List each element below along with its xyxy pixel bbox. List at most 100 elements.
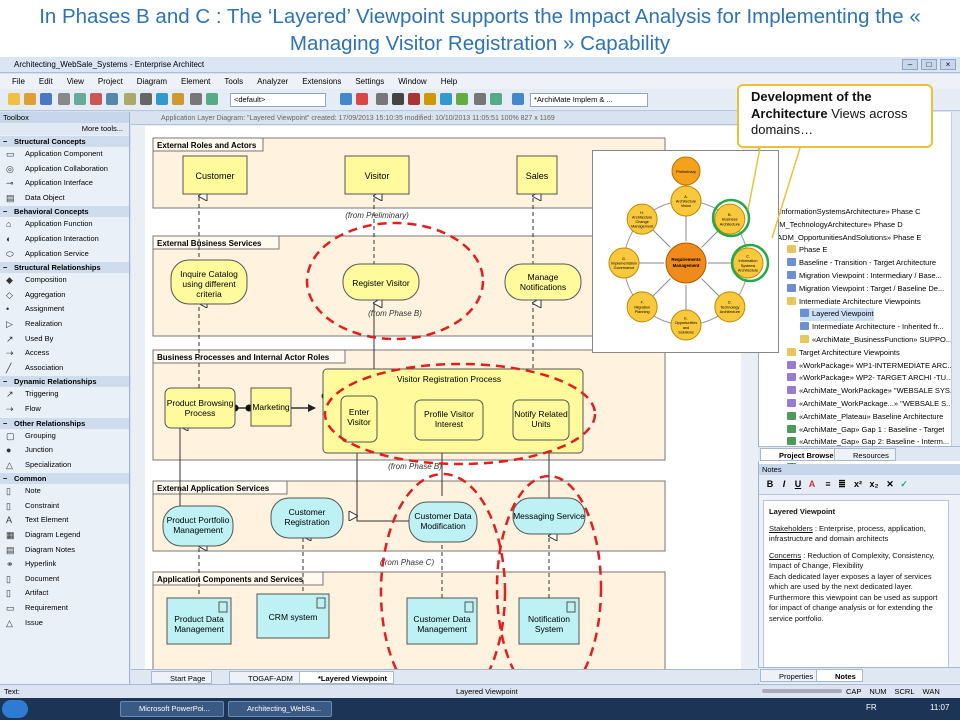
toolbox-item-composition[interactable]: ◆Composition	[0, 273, 129, 288]
actor-customer[interactable]: Customer	[182, 155, 248, 195]
toolbox-item-document[interactable]: ▯Document	[0, 572, 129, 587]
menu-analyzer[interactable]: Analyzer	[257, 77, 289, 86]
toolbox-item-grouping[interactable]: ▢Grouping	[0, 429, 129, 444]
diagram-tab-2[interactable]: TOGAF-ADM	[229, 671, 300, 684]
toolbox-item-application-interaction[interactable]: ◐Application Interaction	[0, 232, 129, 247]
toolbar-button-icon[interactable]	[190, 93, 202, 105]
toolbar-button-icon[interactable]	[456, 93, 468, 105]
project-browser-tab-1[interactable]: Project Browser	[760, 448, 844, 461]
toolbox-item-diagram-notes[interactable]: ▤Diagram Notes	[0, 543, 129, 558]
component-crm-system[interactable]: CRM system	[256, 593, 330, 639]
app-service-product-portfolio[interactable]: Product Portfolio Management	[162, 505, 234, 547]
project-browser-row[interactable]: Layered Viewpoint	[800, 308, 874, 322]
toolbar-button-icon[interactable]	[440, 93, 452, 105]
component-customer-data-management[interactable]: Customer Data Management	[406, 597, 478, 645]
toolbar-button-icon[interactable]	[172, 93, 184, 105]
toolbox-item-artifact[interactable]: ▯Artifact	[0, 586, 129, 601]
toolbox-item-note[interactable]: ▯Note	[0, 484, 129, 499]
menu-window[interactable]: Window	[398, 77, 427, 86]
diagram-tab-1[interactable]: Start Page	[151, 671, 213, 684]
notes-tab-2[interactable]: Notes	[816, 669, 863, 682]
project-browser-row[interactable]: Intermediate Architecture Viewpoints	[787, 296, 921, 309]
project-browser-row[interactable]: «ArchiMate_Gap» Gap 2: Baseline - Interm…	[787, 436, 949, 449]
toolbar-button-icon[interactable]	[8, 93, 20, 105]
toolbar-button-icon[interactable]	[124, 93, 136, 105]
toolbox-item-assignment[interactable]: •Assignment	[0, 302, 129, 317]
project-browser-row[interactable]: «WorkPackage» WP2- TARGET ARCHI -TU...	[787, 372, 952, 385]
toolbar-button-icon[interactable]	[356, 93, 368, 105]
font-color-icon[interactable]: A	[808, 479, 816, 489]
underline-button[interactable]: U	[794, 479, 802, 489]
close-button[interactable]: ×	[940, 59, 956, 70]
adm-preliminary[interactable]: Preliminary	[671, 156, 701, 186]
actor-sales[interactable]: Sales	[516, 155, 558, 195]
app-service-customer-registration[interactable]: Customer Registration	[270, 497, 344, 539]
project-browser-row[interactable]: Intermediate Architecture - Inherited fr…	[800, 321, 944, 334]
toolbar-button-icon[interactable]	[156, 93, 168, 105]
toolbox-category-behavioral-concepts[interactable]: Behavioral Concepts	[0, 206, 129, 218]
toolbar-button-icon[interactable]	[140, 93, 152, 105]
process-profile-visitor-interest[interactable]: Profile Visitor Interest	[414, 399, 484, 441]
service-inquire-catalog[interactable]: Inquire Catalog using different criteria	[170, 259, 248, 305]
role-marketing[interactable]: Marketing	[250, 387, 292, 427]
toolbox-item-specialization[interactable]: △Specialization	[0, 458, 129, 473]
toolbox-category-common[interactable]: Common	[0, 473, 129, 485]
taskbar-powerpoint[interactable]: Microsoft PowerPoi...	[120, 701, 224, 717]
toolbox-item-used-by[interactable]: ↗Used By	[0, 332, 129, 347]
toolbox-item-diagram-legend[interactable]: ▦Diagram Legend	[0, 528, 129, 543]
component-product-data-management[interactable]: Product Data Management	[166, 597, 232, 645]
toolbar-button-icon[interactable]	[106, 93, 118, 105]
project-browser-row[interactable]: «ADM_OpportunitiesAndSolutions» Phase E	[761, 232, 921, 245]
toolbox-item-data-object[interactable]: ▤Data Object	[0, 191, 129, 206]
toolbox-item-issue[interactable]: △Issue	[0, 616, 129, 631]
project-browser-row[interactable]: ...InformationSystemsArchitecture» Phase…	[761, 206, 921, 219]
toolbar-button-icon[interactable]	[424, 93, 436, 105]
app-service-messaging[interactable]: Messaging Service	[512, 497, 586, 535]
bold-button[interactable]: B	[766, 479, 774, 489]
toolbar-button-icon[interactable]	[206, 93, 218, 105]
component-notification-system[interactable]: Notification System	[518, 597, 580, 645]
menu-extensions[interactable]: Extensions	[302, 77, 342, 86]
project-browser-row[interactable]: «WorkPackage» WP1-INTERMEDIATE ARC...	[787, 360, 954, 373]
diagram-tab-3[interactable]: *Layered Viewpoint	[299, 671, 395, 684]
menu-view[interactable]: View	[66, 77, 84, 86]
menu-file[interactable]: File	[12, 77, 25, 86]
process-enter-visitor[interactable]: Enter Visitor	[340, 395, 378, 443]
toolbox-item-triggering[interactable]: ↗Triggering	[0, 387, 129, 402]
toolbox-item-access[interactable]: ⇢Access	[0, 346, 129, 361]
project-browser-scrollbar[interactable]	[951, 112, 960, 446]
menu-tools[interactable]: Tools	[224, 77, 244, 86]
toolbox-item-application-service[interactable]: ⬭Application Service	[0, 247, 129, 262]
project-browser-row[interactable]: «ArchiMate_Gap» Gap 1 : Baseline - Targe…	[787, 424, 944, 437]
numbered-list-icon[interactable]: ≣	[838, 479, 846, 489]
toolbox-category-other-relationships[interactable]: Other Relationships	[0, 417, 129, 429]
toolbox-item-junction[interactable]: ●Junction	[0, 443, 129, 458]
menu-help[interactable]: Help	[440, 77, 458, 86]
toolbar-button-icon[interactable]	[408, 93, 420, 105]
superscript-icon[interactable]: x²	[853, 479, 862, 489]
maximize-button[interactable]: □	[921, 59, 937, 70]
subscript-icon[interactable]: x₂	[869, 479, 879, 489]
toolbox-item-realization[interactable]: ▷Realization	[0, 317, 129, 332]
toolbox-item-requirement[interactable]: ▭Requirement	[0, 601, 129, 616]
toolbox-item-flow[interactable]: ⇢Flow	[0, 402, 129, 417]
toolbar-button-icon[interactable]	[376, 93, 388, 105]
project-browser-row[interactable]: «ArchiMate_BusinessFunction» SUPPO...	[800, 334, 952, 347]
project-browser-row[interactable]: «ArchiMate_WorkPackage» "WEBSALE SYS...	[787, 385, 956, 398]
notes-tab-1[interactable]: Properties	[760, 669, 821, 682]
minimize-button[interactable]: –	[902, 59, 918, 70]
toolbox-category-structural-relationships[interactable]: Structural Relationships	[0, 262, 129, 274]
menu-element[interactable]: Element	[181, 77, 211, 86]
menu-edit[interactable]: Edit	[38, 77, 53, 86]
more-tools-button[interactable]: More tools...	[0, 123, 129, 135]
toolbox-category-structural-concepts[interactable]: Structural Concepts	[0, 136, 129, 147]
toolbox-item-application-collaboration[interactable]: ◎Application Collaboration	[0, 162, 129, 177]
start-button[interactable]	[2, 700, 28, 718]
element-selector-dropdown[interactable]: *ArchiMate Implem & ...	[530, 93, 648, 107]
menu-settings[interactable]: Settings	[355, 77, 385, 86]
service-manage-notifications[interactable]: Manage Notifications	[504, 263, 582, 301]
project-browser-tab-2[interactable]: Resources	[834, 448, 896, 461]
